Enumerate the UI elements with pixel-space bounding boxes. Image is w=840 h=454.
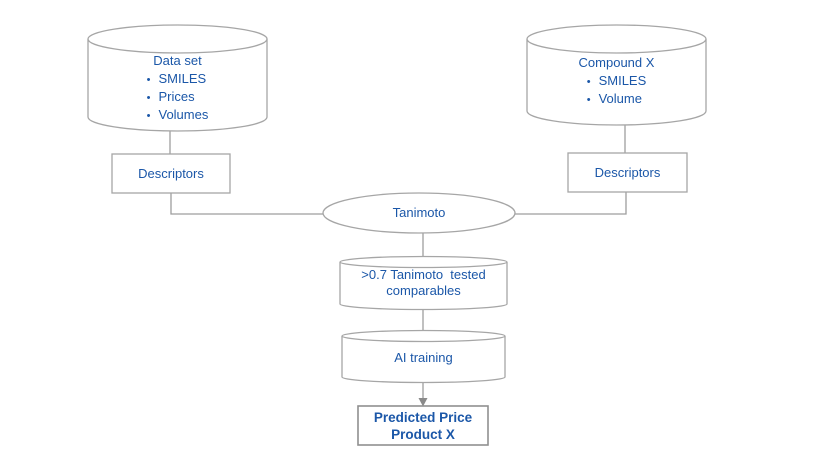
list-item: • Prices xyxy=(147,88,209,106)
bullet-icon: • xyxy=(146,110,151,122)
descriptors-right-label: Descriptors xyxy=(594,164,661,180)
threshold-cylinder-body xyxy=(339,262,508,311)
bullet-icon: • xyxy=(146,74,151,86)
threshold-line2: comparables xyxy=(386,283,461,298)
compound-title: Compound X xyxy=(578,55,655,70)
dataset-title: Data set xyxy=(153,53,202,68)
tanimoto-label: Tanimoto xyxy=(392,205,446,220)
dataset-item: SMILES xyxy=(158,71,207,86)
aitraining-cylinder-body xyxy=(341,336,506,384)
dataset-item: Prices xyxy=(158,89,195,104)
result-line1: Predicted Price xyxy=(373,409,473,425)
connector-descriptors-left-tanimoto xyxy=(170,188,330,215)
descriptors-right-box xyxy=(567,152,688,193)
threshold-label: >0.7 Tanimoto tested comparables xyxy=(340,264,507,302)
bullet-icon: • xyxy=(146,92,151,104)
result-line2: Product X xyxy=(391,426,455,442)
dataset-label: Data set • SMILES • Prices • Volumes xyxy=(88,52,267,124)
aitraining-cylinder-top xyxy=(341,329,506,343)
threshold-line1: >0.7 Tanimoto tested xyxy=(361,267,486,282)
compound-bullet-list: • SMILES • Volume xyxy=(587,72,647,108)
dataset-cylinder-body xyxy=(87,39,268,132)
dataset-cylinder-top xyxy=(87,24,268,54)
threshold-cylinder-top xyxy=(339,255,508,269)
tanimoto-ellipse xyxy=(322,192,516,234)
list-item: • SMILES xyxy=(147,70,209,88)
bullet-icon: • xyxy=(586,94,591,106)
compound-cylinder-top xyxy=(526,24,707,54)
list-item: • Volumes xyxy=(147,106,209,124)
connector-descriptors-right-tanimoto xyxy=(508,188,627,215)
list-item: • Volume xyxy=(587,90,647,108)
aitraining-label: AI training xyxy=(394,349,453,365)
compound-item: SMILES xyxy=(598,73,647,88)
arrow-down-icon xyxy=(418,398,428,407)
descriptors-left-label: Descriptors xyxy=(138,165,204,181)
dataset-bullet-list: • SMILES • Prices • Volumes xyxy=(147,70,209,124)
compound-cylinder-body xyxy=(526,39,707,126)
descriptors-left-box xyxy=(111,153,231,194)
bullet-icon: • xyxy=(586,76,591,88)
result-label: Predicted Price Product X xyxy=(358,406,488,445)
list-item: • SMILES xyxy=(587,72,647,90)
compound-label: Compound X • SMILES • Volume xyxy=(527,54,706,108)
compound-item: Volume xyxy=(598,91,642,106)
dataset-item: Volumes xyxy=(158,107,209,122)
